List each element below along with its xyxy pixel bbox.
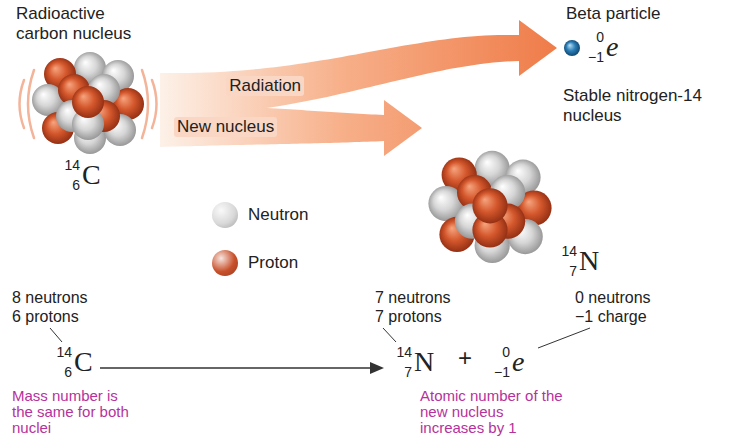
nuclide-symbol: 14 6C	[58, 158, 122, 194]
nuclide-symbol: 14 7N	[555, 244, 619, 280]
element-symbol: N	[579, 243, 599, 279]
mass-number: 14	[58, 158, 80, 172]
nitrogen-nucleus-picture	[428, 151, 551, 263]
particle-count: 6 protons	[12, 307, 79, 327]
nucleus-node: Radioactive carbon nucleus 14 6C	[10, 4, 160, 200]
particle-count: 0 neutrons	[575, 288, 651, 308]
radiation-arrow	[160, 100, 422, 156]
legend-swatch	[212, 250, 238, 276]
particle-count: 7 neutrons	[375, 288, 451, 308]
vibration-arc	[20, 80, 25, 128]
nucleus-node: Beta particle 0 −1e	[560, 2, 738, 72]
explanation-note: Mass number is the same for both nuclei	[12, 388, 137, 436]
element-symbol: e	[512, 344, 524, 380]
atomic-number: −1	[488, 365, 510, 379]
mass-number: 14	[390, 345, 412, 359]
element-symbol: C	[82, 157, 101, 193]
atomic-number: −1	[582, 50, 604, 64]
mass-number: 14	[50, 345, 72, 359]
legend-swatch	[212, 202, 238, 228]
atomic-number: 7	[555, 264, 577, 278]
nuclide-symbol: 14 6C	[50, 345, 114, 381]
reaction-arrowhead	[370, 362, 384, 374]
nucleus-heading: Beta particle	[566, 4, 731, 24]
nuclide-symbol: 0 −1e	[582, 30, 646, 66]
vibration-arc	[152, 80, 157, 128]
mass-number: 0	[488, 345, 510, 359]
legend-text: Proton	[248, 253, 298, 273]
particle-count: 7 protons	[375, 307, 442, 327]
element-symbol: e	[606, 29, 618, 65]
atomic-number: 6	[58, 178, 80, 192]
beta-particle-dot	[564, 40, 580, 56]
element-symbol: N	[414, 344, 434, 380]
arrow-label: Radiation	[226, 76, 304, 96]
atomic-number: 7	[390, 365, 412, 379]
element-symbol: C	[74, 344, 93, 380]
nucleus-heading: Stable nitrogen-14 nucleus	[563, 86, 735, 126]
nuclide-symbol: 14 7N	[390, 345, 454, 381]
arrow-label: New nucleus	[174, 117, 277, 137]
proton-sphere	[472, 188, 507, 223]
plus-sign: +	[458, 344, 472, 372]
leader-line	[383, 328, 396, 342]
leader-line	[50, 328, 62, 342]
proton-sphere	[72, 86, 104, 118]
radiation-arrow	[160, 20, 557, 117]
nucleus-node: Stable nitrogen-14 nucleus 14 7N	[425, 84, 737, 284]
carbon-nucleus-picture	[32, 52, 144, 154]
atomic-number: 6	[50, 365, 72, 379]
mass-number: 0	[582, 30, 604, 44]
reaction-arrow	[100, 367, 372, 369]
explanation-note: Atomic number of the new nucleus increas…	[420, 388, 570, 436]
nucleus-heading: Radioactive carbon nucleus	[16, 4, 156, 44]
nuclide-symbol: 0 −1e	[488, 345, 552, 381]
particle-count: −1 charge	[575, 307, 647, 327]
particle-count: 8 neutrons	[12, 288, 88, 308]
mass-number: 14	[555, 244, 577, 258]
legend-text: Neutron	[248, 205, 308, 225]
leader-line	[538, 328, 590, 348]
